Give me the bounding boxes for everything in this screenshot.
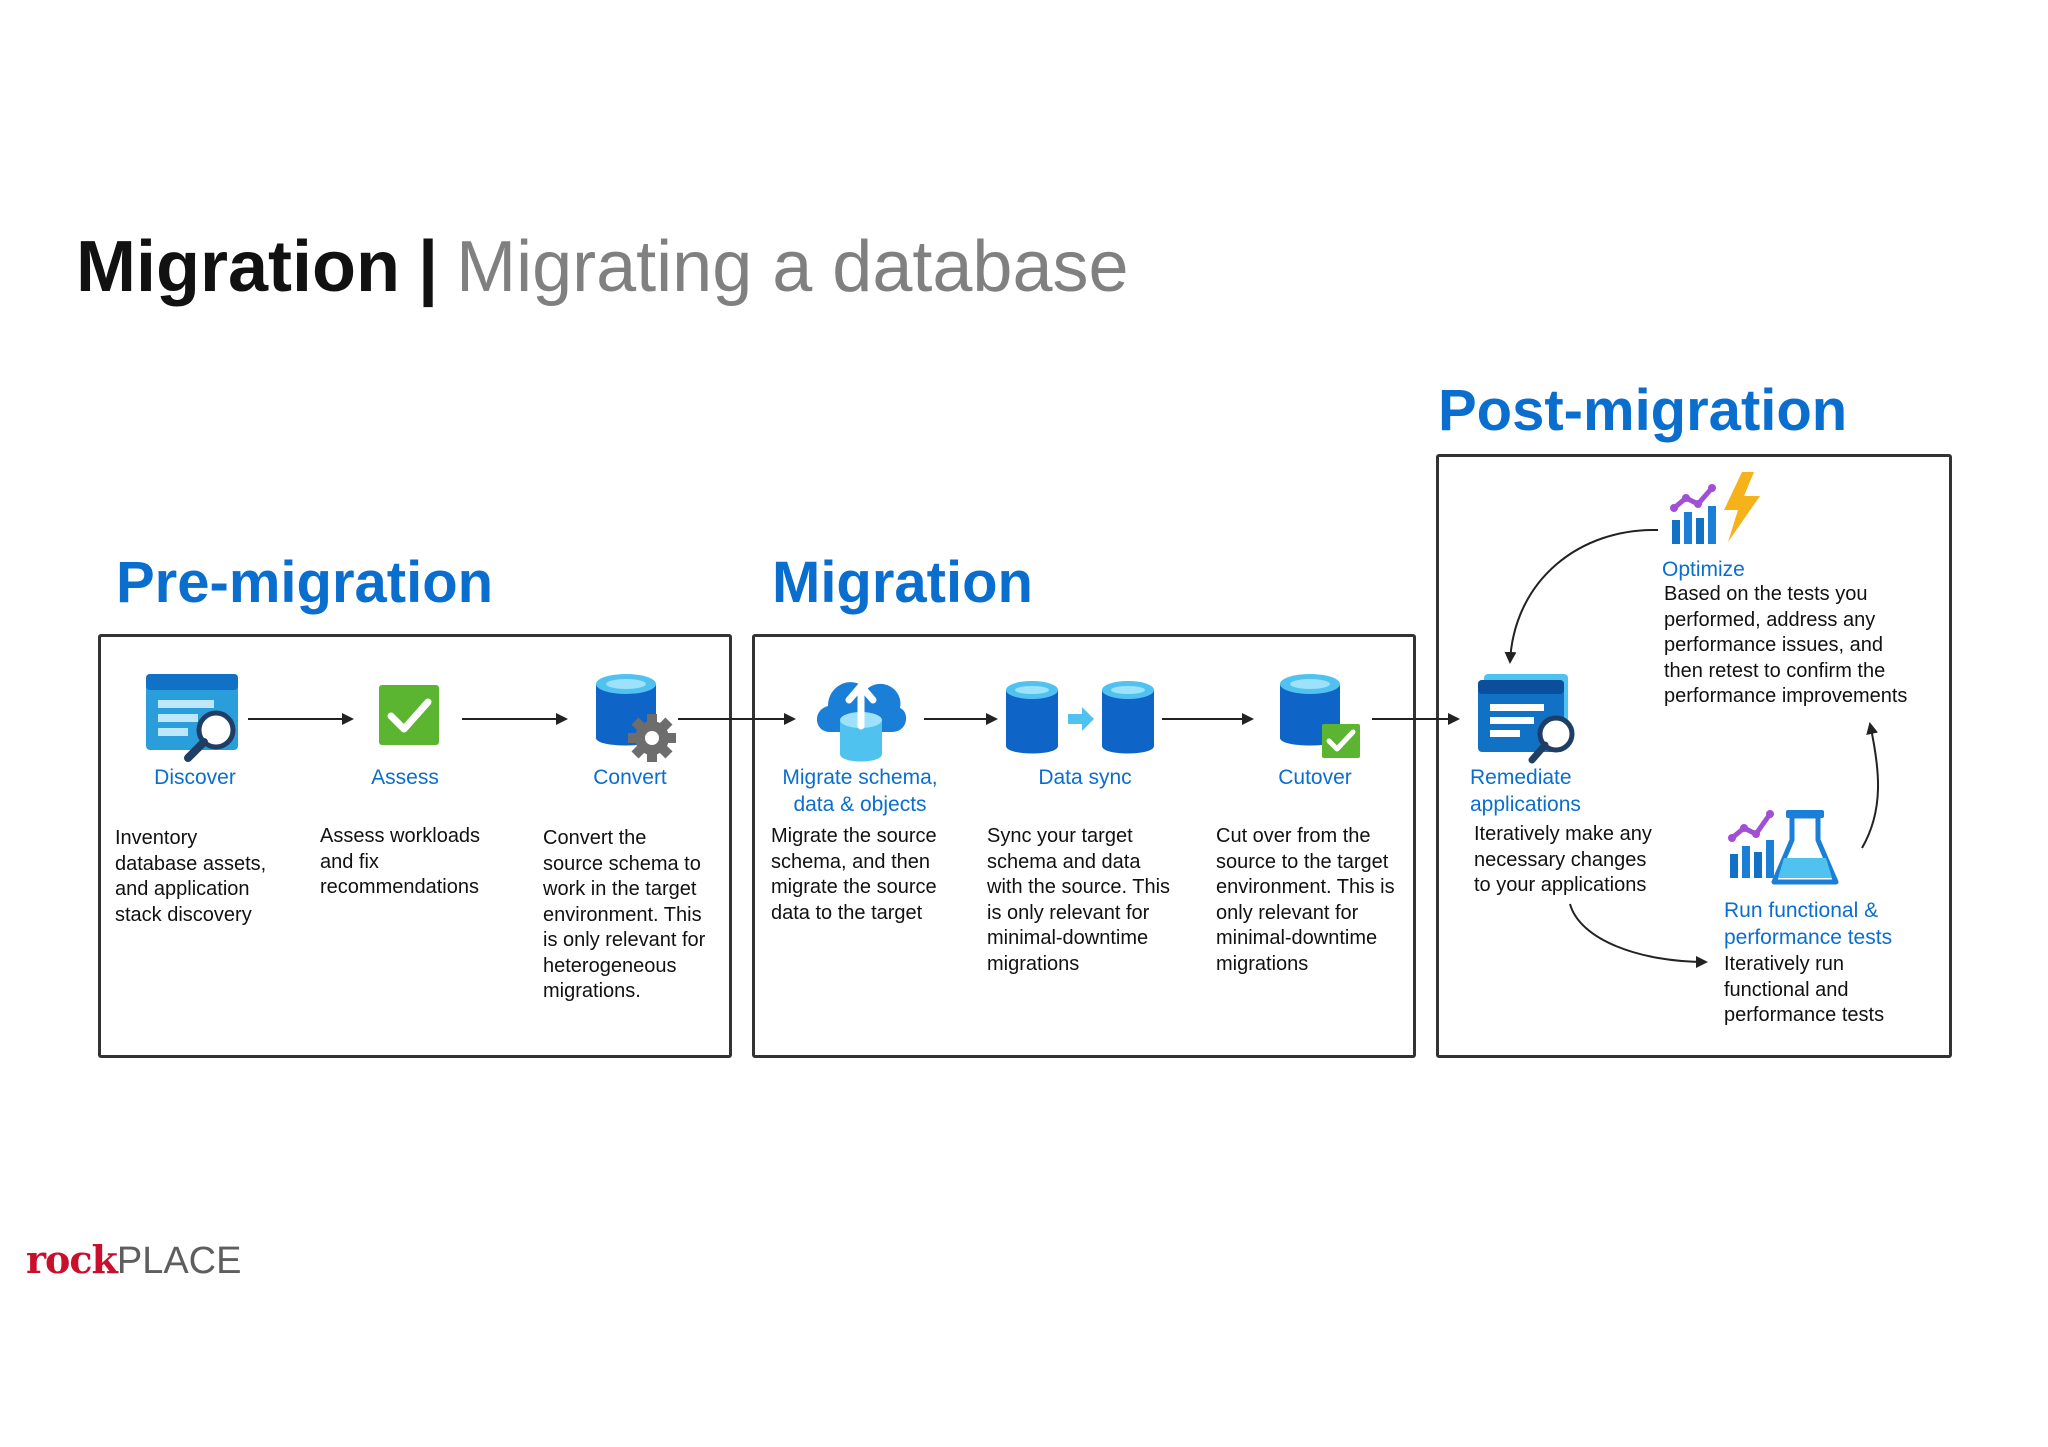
logo-light-part: PLACE: [116, 1240, 242, 1282]
step-label-remediate-line2: applications: [1470, 793, 1581, 816]
step-label-convert: Convert: [593, 766, 667, 789]
arrow-tests-optimize: [1861, 722, 1879, 849]
section-heading-pre-migration: Pre-migration: [116, 550, 494, 615]
application-search-icon: [1478, 674, 1575, 764]
rockplace-logo: rockPLACE: [26, 1238, 241, 1283]
title-subtitle: Migrating a database: [456, 227, 1129, 307]
step-label-tests-line2: performance tests: [1724, 926, 1893, 949]
step-label-tests-line1: Run functional &: [1724, 899, 1879, 922]
step-label-discover: Discover: [154, 766, 236, 789]
step-label-migrate-schema: Migrate schema, data & objects: [760, 764, 960, 818]
step-label-migrate-schema-line2: data & objects: [793, 793, 927, 816]
step-label-optimize: Optimize: [1662, 558, 1745, 581]
step-label-cutover: Cutover: [1278, 766, 1352, 789]
step-label-remediate-line1: Remediate: [1470, 766, 1572, 789]
title-separator: |: [417, 227, 439, 307]
logo-bold-part: rock: [26, 1237, 118, 1282]
chart-lightning-icon: [1670, 472, 1760, 544]
section-heading-post-migration: Post-migration: [1438, 378, 1848, 443]
step-label-data-sync: Data sync: [1038, 766, 1132, 789]
cloud-upload-database-icon: [816, 682, 907, 762]
section-heading-migration: Migration: [772, 550, 1033, 615]
page-title: Migration|Migrating a database: [76, 222, 1129, 312]
step-label-tests: Run functional & performance tests: [1724, 897, 1944, 951]
discover-icon: [146, 674, 238, 762]
database-sync-icon: [1006, 681, 1154, 754]
title-main: Migration: [76, 227, 400, 307]
migration-panel: [752, 634, 1416, 1058]
step-label-migrate-schema-line1: Migrate schema,: [782, 766, 938, 789]
post-migration-panel: [1436, 454, 1952, 1058]
checkmark-icon: [379, 685, 439, 745]
step-label-remediate: Remediate applications: [1470, 764, 1670, 818]
pre-migration-panel: [98, 634, 732, 1058]
database-gear-icon: [596, 674, 676, 762]
arrow-remediate-tests: [1569, 903, 1708, 968]
chart-flask-icon: [1728, 810, 1839, 885]
step-label-assess: Assess: [371, 766, 439, 789]
database-check-icon: [1280, 674, 1360, 758]
arrow-optimize-remediate: [1504, 528, 1659, 664]
